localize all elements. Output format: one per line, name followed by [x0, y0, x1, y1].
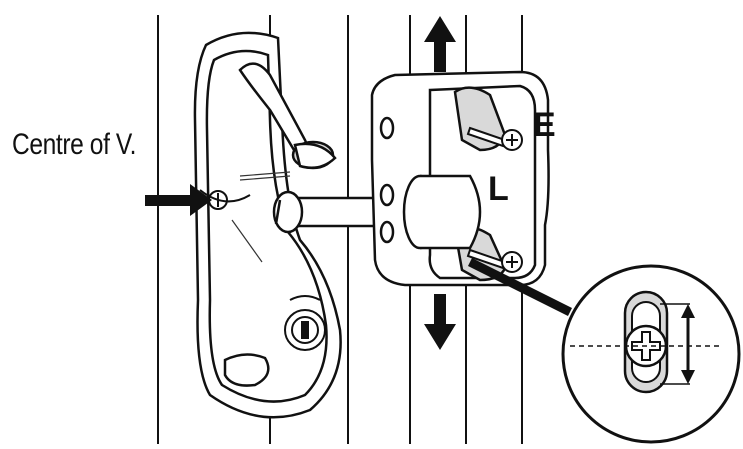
centre-of-v-label: Centre of V. — [12, 128, 137, 161]
screw-icon — [466, 126, 523, 273]
latch-lever — [238, 62, 337, 170]
keyhole-icon — [284, 295, 326, 351]
magnifier-circle-icon — [561, 264, 741, 444]
brand-strip — [231, 171, 291, 263]
magnifier-pointer — [467, 257, 573, 317]
pointer-arrow-icon — [145, 184, 212, 216]
up-arrow-icon — [424, 16, 456, 72]
latch-grip — [223, 353, 270, 387]
label-l: L — [488, 170, 509, 208]
label-e: E — [533, 106, 556, 144]
double-arrow-icon — [681, 304, 695, 384]
rod-collar — [402, 174, 482, 250]
down-arrow-icon — [424, 294, 456, 350]
